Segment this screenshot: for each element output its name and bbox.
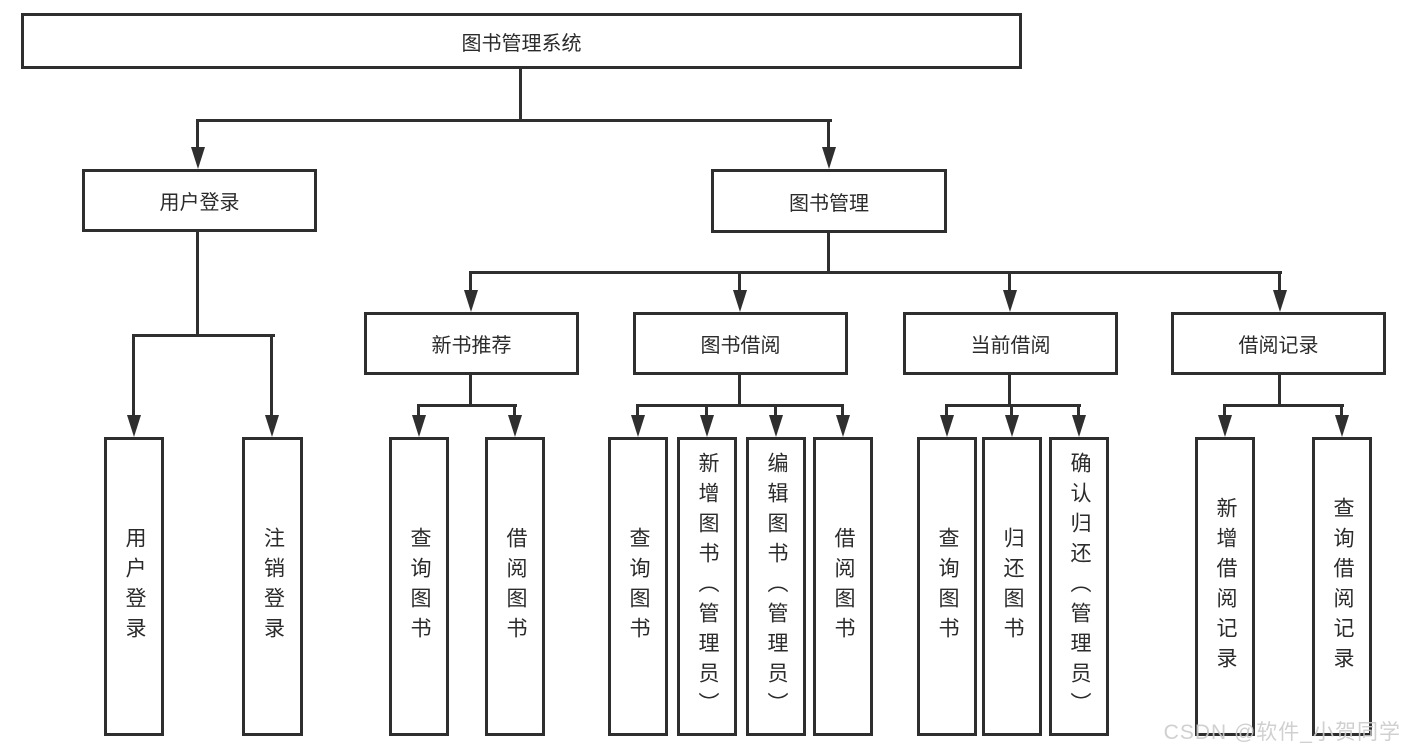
- leaf-query-borrow-record: 查询借阅记录: [1312, 437, 1372, 736]
- connector-stem: [705, 404, 708, 418]
- node-label: 新书推荐: [431, 335, 512, 357]
- connector-user-login-down: [196, 231, 199, 337]
- node-book-management: 图书管理: [711, 169, 947, 233]
- node-label: 图书管理系统: [461, 32, 582, 55]
- node-label: 图书借阅: [700, 335, 781, 357]
- connector-group-stem: [1278, 375, 1281, 407]
- node-borrowing-records: 借阅记录: [1171, 312, 1386, 375]
- arrow-down-icon: [940, 415, 954, 437]
- connector-user-login-stem: [196, 119, 199, 150]
- node-label: 查询借阅记录: [1331, 496, 1354, 677]
- node-user-login: 用户登录: [82, 169, 317, 232]
- arrow-down-icon: [191, 147, 205, 169]
- arrow-down-icon: [836, 415, 850, 437]
- node-label: 图书管理: [789, 192, 869, 215]
- connector-root-stem: [519, 69, 522, 121]
- connector-stem: [1278, 271, 1281, 293]
- connector-stem: [132, 334, 135, 419]
- node-label: 借阅图书: [832, 526, 855, 647]
- connector-group-bar: [418, 404, 517, 407]
- leaf-logout: 注销登录: [242, 437, 303, 736]
- leaf-borrow-books-recommend: 借阅图书: [485, 437, 545, 736]
- arrow-down-icon: [769, 415, 783, 437]
- connector-group-bar: [636, 404, 844, 407]
- arrow-down-icon: [508, 415, 522, 437]
- node-label: 用户登录: [123, 526, 146, 647]
- connector-stem: [513, 404, 516, 418]
- connector-stem: [841, 404, 844, 418]
- arrow-down-icon: [127, 415, 141, 437]
- leaf-edit-book-admin: 编辑图书（管理员）: [746, 437, 806, 736]
- node-label: 用户登录: [159, 192, 240, 214]
- node-label: 注销登录: [261, 526, 285, 647]
- connector-stem: [1223, 404, 1226, 418]
- node-label: 当前借阅: [970, 335, 1051, 357]
- arrow-down-icon: [1273, 290, 1287, 312]
- arrow-down-icon: [1335, 415, 1349, 437]
- node-current-borrowing: 当前借阅: [903, 312, 1118, 375]
- connector-stem: [1008, 271, 1011, 293]
- arrow-down-icon: [700, 415, 714, 437]
- arrow-down-icon: [822, 147, 836, 169]
- connector-stem: [1077, 404, 1080, 418]
- node-label: 借阅图书: [504, 526, 527, 647]
- leaf-return-books: 归还图书: [982, 437, 1042, 736]
- connector-stem: [774, 404, 777, 418]
- connector-stem: [469, 271, 472, 293]
- connector-level3-bar: [470, 271, 1282, 274]
- connector-stem: [270, 334, 273, 419]
- node-label: 编辑图书（管理员）: [765, 451, 788, 722]
- csdn-watermark: CSDN @软件_小贺同学: [1163, 721, 1401, 744]
- node-label: 查询图书: [408, 526, 431, 647]
- arrow-down-icon: [1005, 415, 1019, 437]
- node-label: 确认归还（管理员）: [1068, 451, 1091, 722]
- connector-book-mgmt-stem: [827, 119, 830, 150]
- leaf-add-borrow-record: 新增借阅记录: [1195, 437, 1255, 736]
- arrow-down-icon: [631, 415, 645, 437]
- arrow-down-icon: [1003, 290, 1017, 312]
- arrow-down-icon: [464, 290, 478, 312]
- arrow-down-icon: [1218, 415, 1232, 437]
- node-book-borrowing: 图书借阅: [633, 312, 848, 375]
- leaf-query-books-current: 查询图书: [917, 437, 977, 736]
- node-label: 借阅记录: [1238, 335, 1319, 357]
- connector-group-bar: [946, 404, 1081, 407]
- connector-stem: [636, 404, 639, 418]
- connector-stem: [417, 404, 420, 418]
- leaf-confirm-return-admin: 确认归还（管理员）: [1049, 437, 1109, 736]
- node-label: 归还图书: [1001, 526, 1024, 647]
- arrow-down-icon: [733, 290, 747, 312]
- node-label: 查询图书: [936, 526, 959, 647]
- node-label: 新增图书（管理员）: [696, 451, 719, 722]
- connector-group-stem: [1008, 375, 1011, 407]
- connector-user-login-bar: [133, 334, 275, 337]
- leaf-add-book-admin: 新增图书（管理员）: [677, 437, 737, 736]
- leaf-borrow-books-borrowing: 借阅图书: [813, 437, 873, 736]
- connector-level2-bar: [197, 119, 832, 122]
- connector-stem: [1340, 404, 1343, 418]
- connector-group-stem: [738, 375, 741, 407]
- arrow-down-icon: [1072, 415, 1086, 437]
- node-label: 查询图书: [627, 526, 650, 647]
- leaf-query-books-borrowing: 查询图书: [608, 437, 668, 736]
- connector-group-bar: [1224, 404, 1344, 407]
- node-new-book-recommend: 新书推荐: [364, 312, 579, 375]
- connector-book-mgmt-down: [827, 233, 830, 274]
- arrow-down-icon: [265, 415, 279, 437]
- leaf-query-books-recommend: 查询图书: [389, 437, 449, 736]
- arrow-down-icon: [412, 415, 426, 437]
- leaf-user-login: 用户登录: [104, 437, 164, 736]
- node-label: 新增借阅记录: [1214, 496, 1237, 677]
- connector-stem: [738, 271, 741, 293]
- node-library-system: 图书管理系统: [21, 13, 1022, 69]
- connector-stem: [945, 404, 948, 418]
- connector-group-stem: [469, 375, 472, 407]
- connector-stem: [1010, 404, 1013, 418]
